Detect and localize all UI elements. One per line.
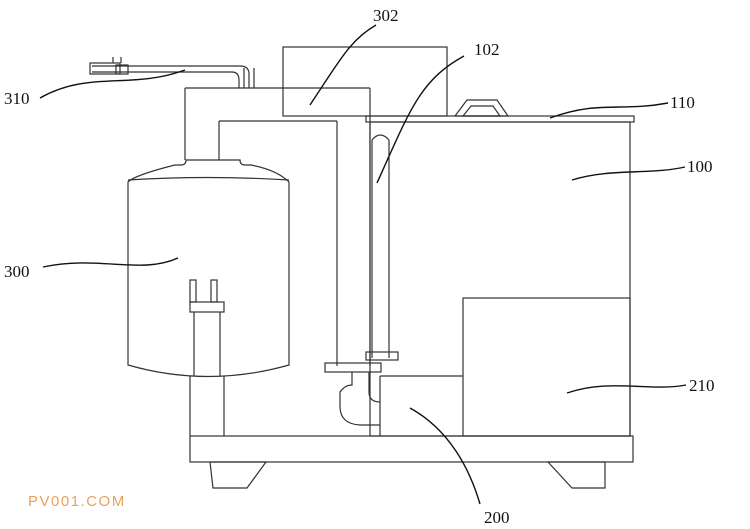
leader-200 <box>409 407 481 505</box>
label-102: 102 <box>474 40 500 59</box>
conduit <box>184 68 382 426</box>
leader-102 <box>376 55 465 184</box>
label-200: 200 <box>484 508 510 527</box>
leader-100 <box>571 166 686 181</box>
label-300: 300 <box>4 262 30 281</box>
leader-300 <box>42 257 179 268</box>
base-frame <box>189 435 634 489</box>
label-210: 210 <box>689 376 715 395</box>
watermark: PV001.COM <box>28 493 126 510</box>
label-100: 100 <box>687 157 713 176</box>
label-310: 310 <box>4 89 30 108</box>
main-tank <box>282 46 635 437</box>
leader-lines <box>39 24 687 505</box>
leader-310 <box>39 69 186 99</box>
leader-302 <box>309 24 377 106</box>
intake-pipe <box>89 57 250 88</box>
inner-compartment <box>379 297 631 437</box>
label-302: 302 <box>373 6 399 25</box>
leader-110 <box>549 102 669 119</box>
vessel <box>127 159 290 436</box>
riser-pipe <box>365 134 399 361</box>
leader-210 <box>566 384 687 394</box>
label-110: 110 <box>670 93 695 112</box>
